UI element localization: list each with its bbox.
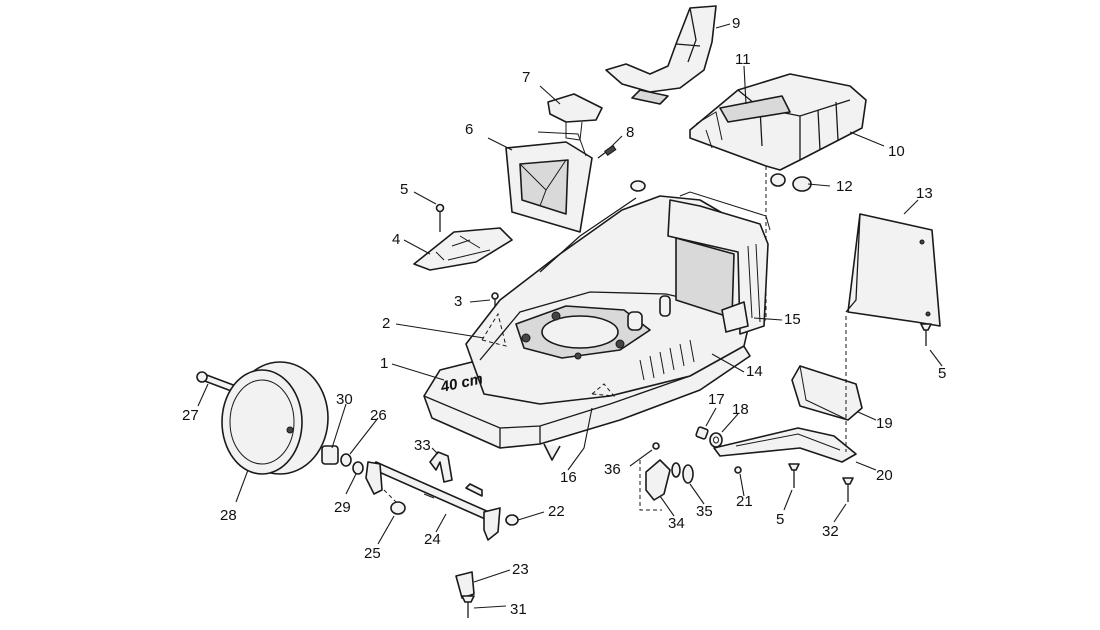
leader-lines — [197, 23, 943, 609]
label-part-33: 33 — [414, 437, 431, 454]
label-part-5-top: 5 — [400, 181, 408, 198]
part-25-nut — [383, 489, 406, 515]
label-part-10: 10 — [888, 143, 905, 160]
part-number-labels: 9 11 7 6 8 10 12 5 13 4 3 15 2 1 14 5 30… — [182, 15, 946, 618]
label-part-29: 29 — [334, 499, 351, 516]
label-part-28: 28 — [220, 507, 237, 524]
label-part-31: 31 — [510, 601, 527, 618]
part-31-screw — [461, 595, 475, 618]
label-part-25: 25 — [364, 545, 381, 562]
part-21-screw — [734, 466, 742, 474]
label-part-23: 23 — [512, 561, 529, 578]
part-34-height-lever — [639, 459, 671, 511]
label-part-32: 32 — [822, 523, 839, 540]
label-part-13: 13 — [916, 185, 933, 202]
part-6-chute-frame — [505, 131, 593, 233]
label-part-11: 11 — [735, 51, 751, 68]
label-part-30: 30 — [336, 391, 353, 408]
label-part-21: 21 — [736, 493, 753, 510]
part-29-washer — [352, 461, 364, 475]
part-5-screw-middle — [788, 463, 800, 488]
label-part-27: 27 — [182, 407, 199, 424]
part-28-wheel — [221, 361, 329, 475]
label-part-3: 3 — [454, 293, 462, 310]
label-part-2: 2 — [382, 315, 390, 332]
part-5-screw-right — [920, 323, 932, 346]
part-7-clip — [547, 93, 603, 141]
label-part-7: 7 — [522, 69, 530, 86]
label-part-1: 1 — [380, 355, 388, 372]
label-part-5-middle: 5 — [776, 511, 784, 528]
part-26-washer — [340, 453, 352, 467]
label-part-35: 35 — [696, 503, 713, 520]
label-part-14: 14 — [746, 363, 763, 380]
label-part-8: 8 — [626, 124, 634, 141]
part-32-screw — [842, 477, 854, 502]
label-part-34: 34 — [668, 515, 685, 532]
part-13-side-deflector — [845, 213, 941, 327]
label-part-18: 18 — [732, 401, 749, 418]
part-19-rear-flap — [791, 365, 863, 421]
label-part-17: 17 — [708, 391, 725, 408]
label-part-24: 24 — [424, 531, 441, 548]
part-8-pin — [597, 144, 617, 159]
label-part-19: 19 — [876, 415, 893, 432]
label-part-5-right: 5 — [938, 365, 946, 382]
part-10-rear-hood — [689, 73, 867, 171]
label-part-20: 20 — [876, 467, 893, 484]
part-15-rear-strip — [721, 301, 749, 333]
part-22-nut — [505, 514, 519, 526]
part-24-axle — [365, 461, 501, 541]
label-part-12: 12 — [836, 178, 853, 195]
part-4-plate — [413, 227, 513, 271]
part-30-bushing — [321, 445, 339, 465]
label-part-4: 4 — [392, 231, 400, 248]
label-part-9: 9 — [732, 15, 740, 32]
part-33-clip — [429, 451, 453, 483]
label-part-26: 26 — [370, 407, 387, 424]
part-35-spring — [671, 462, 694, 484]
part-17-nut — [695, 426, 709, 440]
label-part-6: 6 — [465, 121, 473, 138]
label-part-16: 16 — [560, 469, 577, 486]
label-part-36: 36 — [604, 461, 621, 478]
part-9-handle-bracket — [605, 5, 717, 105]
label-part-15: 15 — [784, 311, 801, 328]
part-18-washer — [709, 432, 723, 448]
part-20-flap-bracket — [713, 316, 857, 463]
part-23-bracket — [455, 571, 475, 599]
label-part-22: 22 — [548, 503, 565, 520]
part-36-bolt — [652, 442, 660, 450]
part-5-screw-top — [435, 203, 445, 232]
part-1-mower-deck: 40 cm — [423, 180, 771, 461]
